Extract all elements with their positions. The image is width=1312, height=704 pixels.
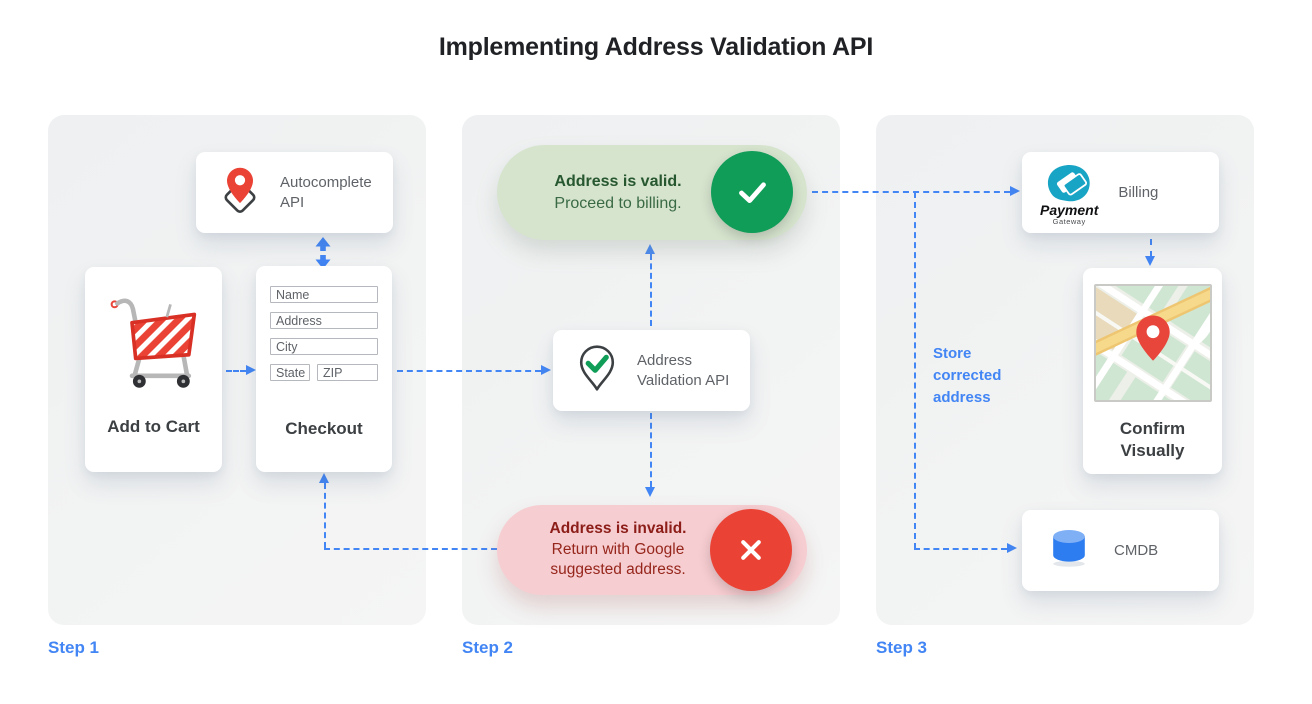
cmdb-label: CMDB (1114, 541, 1159, 559)
address-validation-api-card: Address Validation API (553, 330, 750, 411)
billing-label: Billing (1118, 183, 1159, 201)
autocomplete-api-card: Autocomplete API (196, 152, 393, 233)
name-field[interactable]: Name (270, 286, 378, 303)
address-validation-api-label: Address Validation API (637, 352, 730, 389)
map-pin-diamond-icon (214, 164, 266, 221)
step1-label: Step 1 (48, 638, 100, 657)
arrow-autocomplete-checkout-bidirectional (315, 237, 331, 274)
valid-pill-subtitle: Proceed to billing. (554, 194, 682, 212)
x-circle-icon (710, 509, 792, 591)
address-invalid-pill: Address is invalid. Return with Google s… (497, 505, 807, 595)
city-field[interactable]: City (270, 338, 378, 355)
payment-logo-title: Payment (1040, 201, 1099, 218)
payment-logo-subtitle: Gateway (1052, 216, 1086, 226)
checkout-label: Checkout (285, 419, 363, 438)
billing-card: Payment Gateway Billing (1022, 152, 1219, 233)
invalid-pill-subtitle: Return with Google suggested address. (550, 540, 686, 579)
valid-pill-title: Address is valid. (554, 173, 682, 191)
step3-label: Step 3 (876, 638, 928, 657)
checkout-card: Name Address City State ZIP Checkout (256, 266, 392, 472)
cmdb-card: CMDB (1022, 510, 1219, 591)
map-thumbnail (1093, 284, 1212, 402)
confirm-visually-label: Confirm Visually (1119, 419, 1186, 461)
add-to-cart-card: Add to Cart (85, 267, 222, 472)
invalid-pill-title: Address is invalid. (549, 520, 687, 538)
add-to-cart-label: Add to Cart (107, 417, 200, 436)
check-circle-icon (711, 151, 793, 233)
shopping-cart-icon (99, 285, 209, 402)
zip-field[interactable]: ZIP (317, 364, 378, 381)
address-field[interactable]: Address (270, 312, 378, 329)
page-title: Implementing Address Validation API (438, 33, 874, 61)
autocomplete-api-label: Autocomplete API (280, 174, 372, 211)
pin-check-icon (571, 342, 623, 399)
payment-gateway-logo: Payment Gateway (1040, 160, 1098, 226)
confirm-visually-card: Confirm Visually (1083, 268, 1222, 474)
store-corrected-address-note: Store corrected address (933, 345, 1002, 406)
address-valid-pill: Address is valid. Proceed to billing. (497, 145, 807, 240)
step2-label: Step 2 (462, 638, 514, 657)
state-field[interactable]: State (270, 364, 310, 381)
database-icon (1046, 525, 1092, 576)
